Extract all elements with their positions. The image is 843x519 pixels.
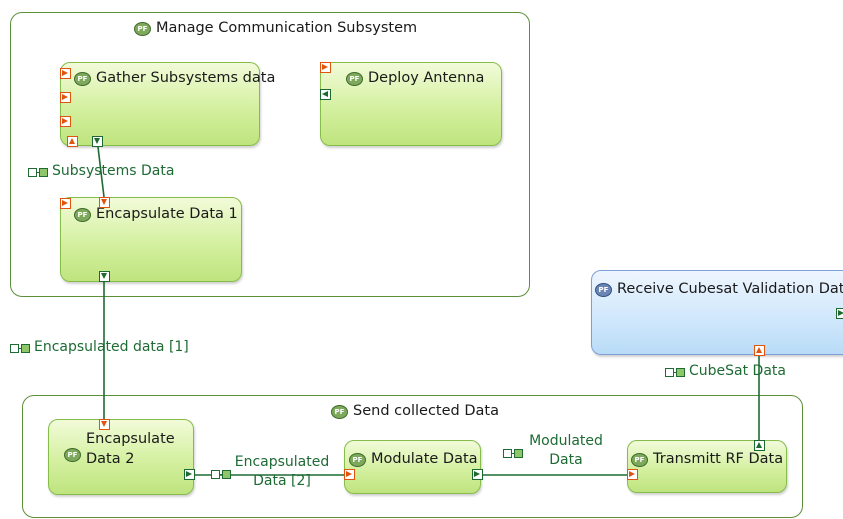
group-title-send: PF Send collected Data xyxy=(331,403,499,419)
exchange-modulated-data[interactable]: Modulated Data xyxy=(529,433,603,468)
input-port-icon[interactable] xyxy=(60,198,71,209)
function-deploy-antenna[interactable]: PF Deploy Antenna xyxy=(320,62,502,146)
function-label-line1: Encapsulate xyxy=(86,431,175,447)
functional-exchange-icon xyxy=(503,444,523,458)
pf-function-icon: PF xyxy=(74,208,91,222)
function-encapsulate-data-1[interactable]: PF Encapsulate Data 1 xyxy=(60,197,242,282)
pf-function-icon: PF xyxy=(595,283,612,297)
output-port-icon[interactable] xyxy=(99,271,110,282)
pf-function-icon: PF xyxy=(64,447,81,462)
functional-exchange-icon xyxy=(665,366,685,377)
input-port-icon[interactable] xyxy=(99,197,110,208)
functional-exchange-icon xyxy=(211,465,231,479)
pf-function-icon: PF xyxy=(134,22,151,36)
functional-exchange-icon xyxy=(10,342,30,353)
input-port-icon[interactable] xyxy=(67,136,78,147)
function-gather-subsystems-data[interactable]: PF Gather Subsystems data xyxy=(60,62,275,146)
exchange-subsystems-data[interactable]: Subsystems Data xyxy=(28,163,174,179)
pf-function-icon: PF xyxy=(331,405,348,419)
function-label: Transmitt RF Data xyxy=(653,451,784,467)
function-modulate-data[interactable]: PF Modulate Data xyxy=(344,440,481,494)
function-label-line2: Data 2 xyxy=(86,450,135,467)
input-port-icon[interactable] xyxy=(60,92,71,103)
function-receive-cubesat-validation-data[interactable]: PF Receive Cubesat Validation Data xyxy=(591,270,843,355)
input-port-icon[interactable] xyxy=(60,68,71,79)
function-label: Encapsulate Data 1 xyxy=(96,206,238,222)
pf-function-icon: PF xyxy=(74,72,91,86)
group-title-manage: PF Manage Communication Subsystem xyxy=(134,20,417,36)
functional-exchange-icon xyxy=(28,166,48,177)
function-encapsulate-data-2[interactable]: PF Encapsulate Data 2 xyxy=(48,419,194,495)
function-label: Receive Cubesat Validation Data xyxy=(617,281,843,297)
output-port-icon[interactable] xyxy=(320,89,331,100)
exchange-cubesat-data[interactable]: CubeSat Data xyxy=(665,363,786,379)
output-port-icon[interactable] xyxy=(836,308,843,319)
pf-function-icon: PF xyxy=(631,453,648,467)
pf-function-icon: PF xyxy=(346,72,363,86)
output-port-icon[interactable] xyxy=(472,469,483,480)
function-label: Deploy Antenna xyxy=(368,70,485,86)
link-subsystems-data xyxy=(97,146,105,198)
output-port-icon[interactable] xyxy=(92,136,103,147)
input-port-icon[interactable] xyxy=(754,345,765,356)
exchange-encapsulated-data-2[interactable]: Encapsulated Data [2] xyxy=(234,454,330,489)
function-label: Modulate Data xyxy=(371,451,478,467)
input-port-icon[interactable] xyxy=(99,419,110,430)
input-port-icon[interactable] xyxy=(60,116,71,127)
exchange-encapsulated-data-1[interactable]: Encapsulated data [1] xyxy=(10,339,189,355)
input-port-icon[interactable] xyxy=(627,469,638,480)
output-port-icon[interactable] xyxy=(754,440,765,451)
function-label: Gather Subsystems data xyxy=(96,70,276,86)
output-port-icon[interactable] xyxy=(184,469,195,480)
pf-function-icon: PF xyxy=(349,453,366,467)
input-port-icon[interactable] xyxy=(344,469,355,480)
input-port-icon[interactable] xyxy=(320,62,331,73)
